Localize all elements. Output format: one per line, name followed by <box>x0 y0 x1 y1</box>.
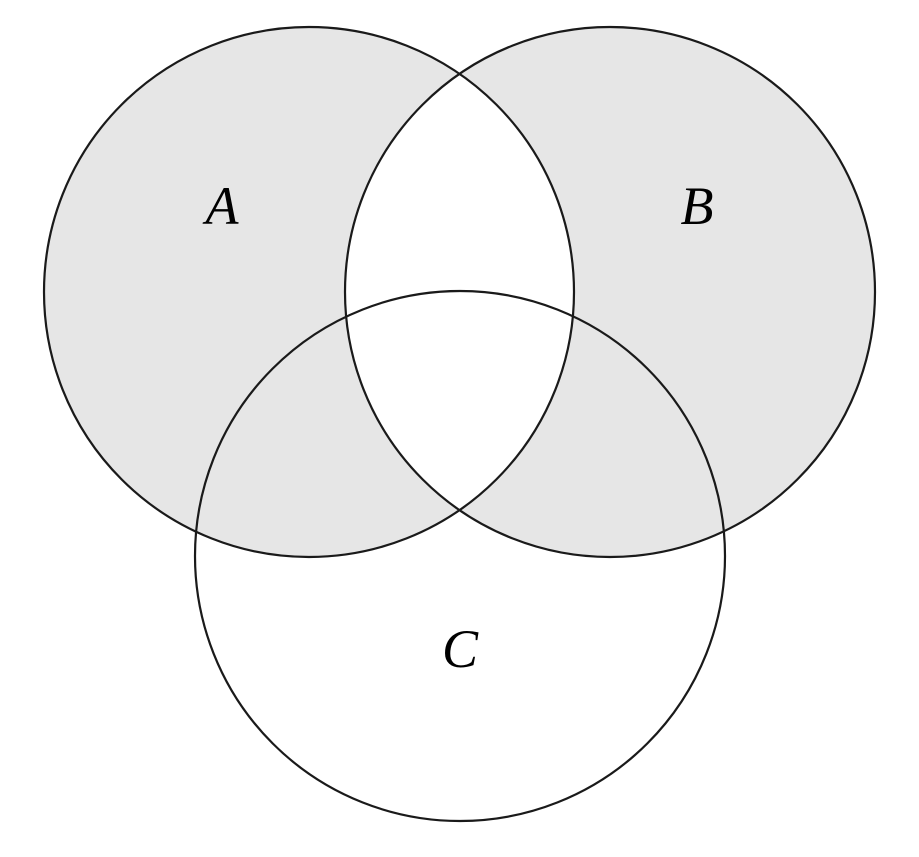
circle-outline-b[interactable] <box>343 25 877 559</box>
circle-outline-c[interactable] <box>193 289 727 823</box>
set-label-b: B <box>681 176 714 236</box>
circle-outlines-group <box>42 25 877 823</box>
set-label-a: A <box>203 176 240 236</box>
circle-outline-a[interactable] <box>42 25 576 559</box>
set-label-c: C <box>442 619 479 679</box>
set-labels-group: A B C <box>203 176 714 679</box>
